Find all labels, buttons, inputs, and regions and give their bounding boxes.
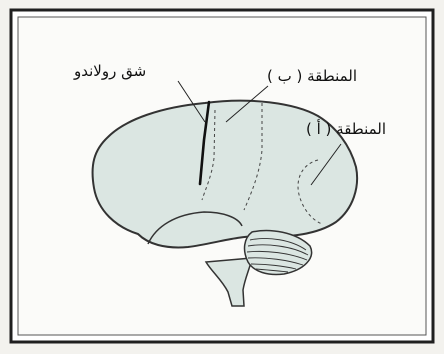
region-a-label: المنطقة ( أ ) — [306, 122, 386, 137]
region-b-label: المنطقة ( ب ) — [267, 69, 357, 84]
rolando-fissure-label: شق رولاندو — [74, 64, 146, 79]
